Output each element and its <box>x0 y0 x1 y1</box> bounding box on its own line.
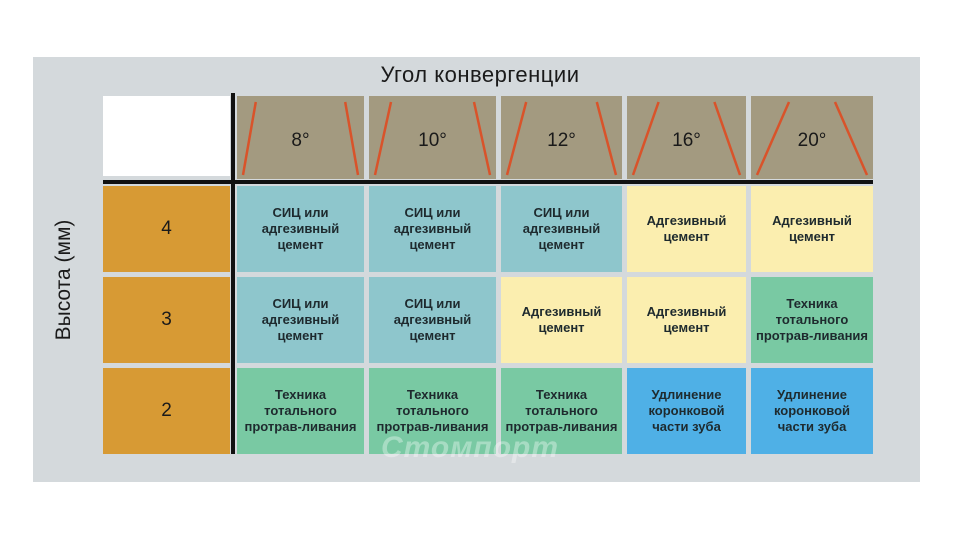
angle-header-2: 10° <box>369 96 496 179</box>
recommendation-cell: Адгезивный цемент <box>501 277 622 363</box>
convergence-line <box>343 101 360 176</box>
convergence-line <box>833 101 869 176</box>
convergence-lines-icon <box>505 101 618 176</box>
height-label-2: 2 <box>103 368 230 454</box>
angle-label: 20° <box>797 129 827 151</box>
height-label-4: 4 <box>103 186 230 272</box>
convergence-line <box>595 101 618 176</box>
angle-header-4: 16° <box>627 96 746 179</box>
recommendation-cell: Удлинение коронковой части зуба <box>627 368 746 454</box>
chart-title: Угол конвергенции <box>380 62 580 87</box>
convergence-lines-icon <box>373 101 492 176</box>
y-axis-label: Высота (мм) <box>52 219 75 341</box>
angle-label: 12° <box>547 129 576 151</box>
recommendation-cell: Адгезивный цемент <box>751 186 873 272</box>
convergence-line <box>241 101 258 176</box>
convergence-lines-icon <box>631 101 742 176</box>
recommendation-cell: СИЦ или адгезивный цемент <box>369 277 496 363</box>
horizontal-divider <box>103 180 873 184</box>
convergence-lines-icon <box>241 101 360 176</box>
convergence-line <box>373 101 393 176</box>
angle-header-1: 8° <box>237 96 364 179</box>
convergence-line <box>505 101 528 176</box>
recommendation-cell: Техника тотального протрав-ливания <box>237 368 364 454</box>
corner-cell <box>103 96 230 176</box>
recommendation-cell: СИЦ или адгезивный цемент <box>501 186 622 272</box>
recommendation-cell: Адгезивный цемент <box>627 277 746 363</box>
recommendation-cell: СИЦ или адгезивный цемент <box>237 277 364 363</box>
convergence-lines-icon <box>755 101 869 176</box>
angle-label: 8° <box>291 129 310 151</box>
angle-label: 16° <box>672 129 701 151</box>
recommendation-cell: СИЦ или адгезивный цемент <box>369 186 496 272</box>
angle-header-5: 20° <box>751 96 873 179</box>
recommendation-cell: Техника тотального протрав-ливания <box>501 368 622 454</box>
recommendation-cell: Адгезивный цемент <box>627 186 746 272</box>
angle-label: 10° <box>418 129 447 151</box>
convergence-line <box>631 101 660 176</box>
vertical-divider <box>231 93 235 454</box>
convergence-line <box>755 101 791 176</box>
recommendation-cell: Удлинение коронковой части зуба <box>751 368 873 454</box>
recommendation-cell: Техника тотального протрав-ливания <box>751 277 873 363</box>
convergence-line <box>472 101 492 176</box>
convergence-line <box>713 101 742 176</box>
watermark: Стомпорт <box>380 431 560 464</box>
angle-header-3: 12° <box>501 96 622 179</box>
recommendation-cell: Техника тотального протрав-ливания <box>369 368 496 454</box>
height-label-3: 3 <box>103 277 230 363</box>
recommendation-cell: СИЦ или адгезивный цемент <box>237 186 364 272</box>
